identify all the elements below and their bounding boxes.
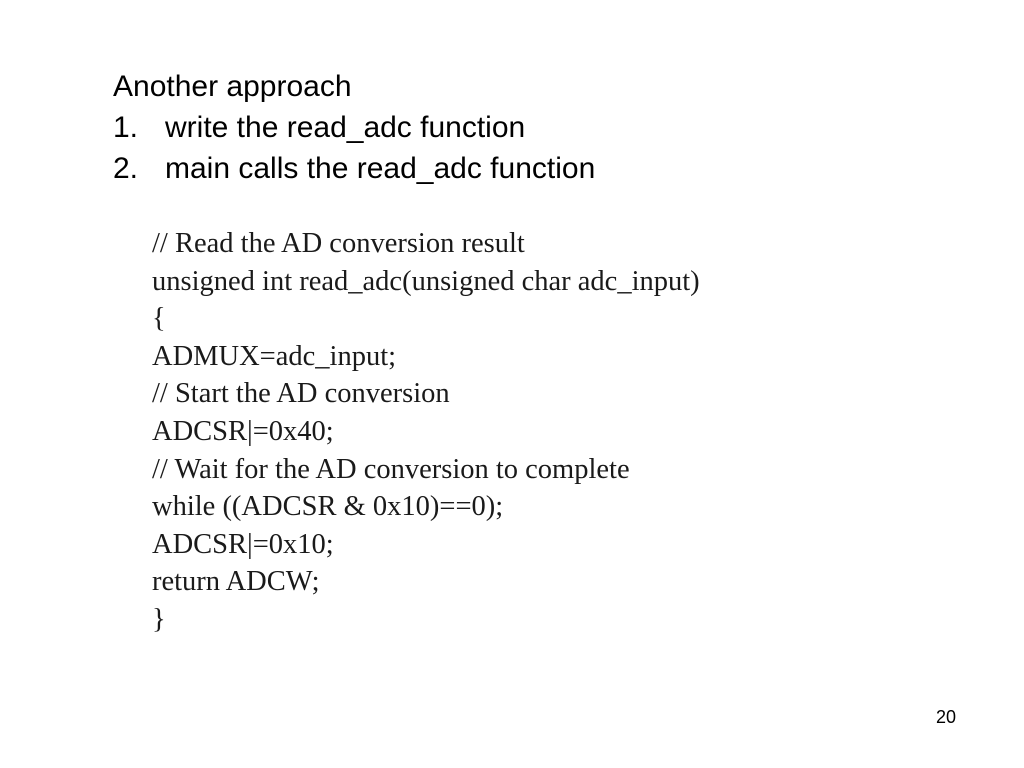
list-item: 1. write the read_adc function (113, 107, 595, 148)
list-item-text: write the read_adc function (165, 111, 526, 144)
code-line: return ADCW; (152, 566, 320, 598)
code-line: // Wait for the AD conversion to complet… (152, 453, 630, 485)
code-listing: // Read the AD conversion result unsigne… (152, 225, 700, 639)
list-item: 2. main calls the read_adc function (113, 148, 595, 189)
slide-title: Another approach (113, 70, 352, 103)
code-line: ADCSR|=0x40; (152, 415, 334, 447)
code-line: { (152, 303, 166, 335)
list-item-text: main calls the read_adc function (165, 152, 596, 185)
code-line: } (152, 603, 166, 635)
page-number: 20 (936, 707, 957, 727)
code-line: ADCSR|=0x10; (152, 528, 334, 560)
code-line: while ((ADCSR & 0x10)==0); (152, 491, 504, 523)
slide-text-block: Another approach 1. write the read_adc f… (113, 66, 595, 189)
list-item-number: 2. (113, 152, 139, 185)
code-line: ADMUX=adc_input; (152, 340, 397, 372)
code-line: // Start the AD conversion (152, 378, 450, 410)
list-item-number: 1. (113, 111, 139, 144)
code-line: // Read the AD conversion result (152, 228, 525, 259)
code-line: unsigned int read_adc(unsigned char adc_… (152, 265, 700, 297)
